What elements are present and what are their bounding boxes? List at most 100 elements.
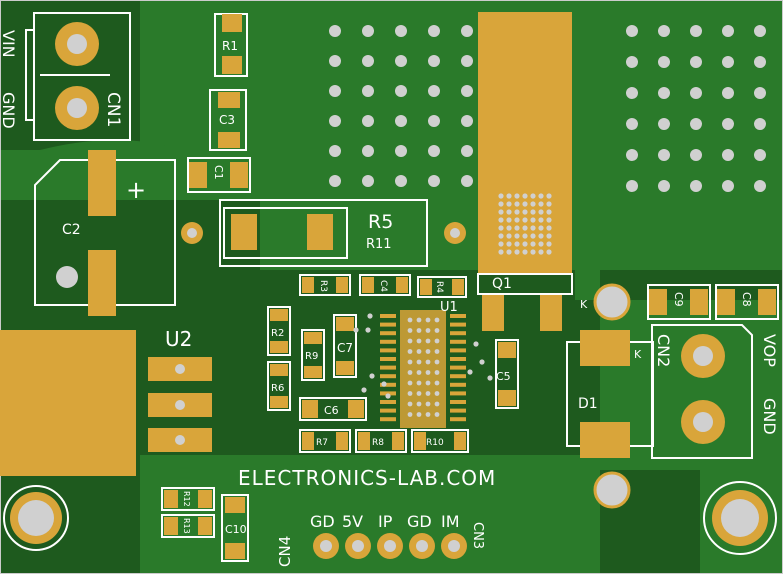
u1-thermal-pad [400, 310, 446, 428]
via [395, 55, 407, 67]
r4-pad-1 [420, 279, 432, 295]
r6-ref: R6 [271, 383, 284, 394]
via [530, 201, 536, 207]
u1-pin [450, 382, 466, 387]
via [425, 401, 431, 407]
via [329, 145, 341, 157]
u1-vias [353, 313, 493, 417]
via [329, 55, 341, 67]
r6-pad-2 [270, 396, 288, 408]
cn1-tab [25, 29, 34, 121]
via [407, 370, 413, 375]
via [369, 373, 375, 379]
r8-pad-2 [392, 432, 404, 450]
resistor-r9: R9 [301, 329, 325, 381]
c2-pad-minus [88, 250, 116, 316]
capacitor-c9: C9 [647, 284, 711, 320]
via [690, 87, 702, 99]
c3-pad-2 [218, 132, 240, 148]
u1-pin [380, 400, 396, 404]
c5-pad-1 [498, 342, 516, 358]
r10-outline [411, 429, 469, 453]
via [522, 193, 528, 199]
r3-ref: R3 [318, 280, 328, 292]
cn4-pin-hole [352, 540, 364, 552]
r13-ref: R13 [182, 518, 191, 534]
u1-pin [450, 374, 466, 379]
mount-hole-ring-right [703, 481, 777, 555]
via [416, 317, 422, 323]
via [416, 401, 422, 407]
c6-outline [299, 397, 367, 421]
mounting-hole-bottom-right [703, 481, 777, 555]
via [546, 209, 552, 215]
u1-pins [380, 314, 466, 422]
u2-via-2 [175, 400, 185, 410]
cn4-pin-hole [416, 540, 428, 552]
r2-pad-1 [270, 309, 288, 321]
capacitor-c3: C3 [209, 89, 247, 151]
via [428, 115, 440, 127]
via [461, 175, 473, 187]
cn1-ref: CN1 [103, 92, 123, 127]
via [416, 370, 422, 375]
c8-ref: C8 [740, 292, 753, 307]
cn4-ref: CN4 [276, 536, 294, 567]
via [461, 115, 473, 127]
u1-pin [450, 365, 466, 370]
via [498, 193, 504, 199]
via [434, 380, 440, 386]
via [385, 393, 391, 399]
cn4-pin-label-4: GD [407, 512, 432, 531]
diode-d1: K K D1 [566, 283, 654, 509]
via [395, 145, 407, 157]
via [546, 225, 552, 231]
via [367, 313, 373, 319]
via [407, 391, 413, 396]
via [362, 25, 374, 37]
d1-k-label-top: K [580, 298, 588, 311]
cn1-pin1-label: VIN [0, 30, 18, 58]
via [626, 180, 638, 192]
q1-ref: Q1 [492, 276, 512, 292]
via [416, 412, 422, 417]
via [546, 217, 552, 223]
r2-pad-2 [270, 341, 288, 353]
via [514, 249, 520, 255]
via [626, 149, 638, 161]
r11-hole-2 [450, 228, 460, 238]
via [538, 193, 544, 199]
capacitor-c4: C4 [359, 274, 411, 296]
via [546, 249, 552, 255]
via [434, 412, 440, 417]
capacitor-c8: C8 [715, 284, 779, 320]
u1-ref: U1 [440, 300, 458, 315]
u1-pin [380, 339, 396, 344]
via [506, 193, 512, 199]
via [522, 209, 528, 215]
via [416, 391, 422, 396]
r4-outline [417, 276, 467, 298]
c9-pad-2 [690, 289, 708, 315]
resistor-r1: R1 [214, 13, 248, 77]
d1-lead-hole-top [593, 283, 631, 321]
via [428, 25, 440, 37]
via [329, 85, 341, 97]
mount-hole-drill-left [18, 500, 54, 536]
mounting-hole-bottom-left [3, 485, 69, 551]
c1-outline [187, 157, 251, 193]
via [506, 217, 512, 223]
via [353, 327, 359, 333]
d1-k-label-side: K [634, 348, 642, 361]
cn3-ref: CN3 [470, 522, 485, 549]
via [362, 85, 374, 97]
via [754, 180, 766, 192]
r1-ref: R1 [222, 39, 238, 53]
c4-pad-2 [396, 277, 408, 293]
cn4-pin-hole [320, 540, 332, 552]
via [754, 56, 766, 68]
via [395, 115, 407, 127]
r3-outline [299, 274, 351, 296]
cn4-pins [313, 533, 467, 559]
